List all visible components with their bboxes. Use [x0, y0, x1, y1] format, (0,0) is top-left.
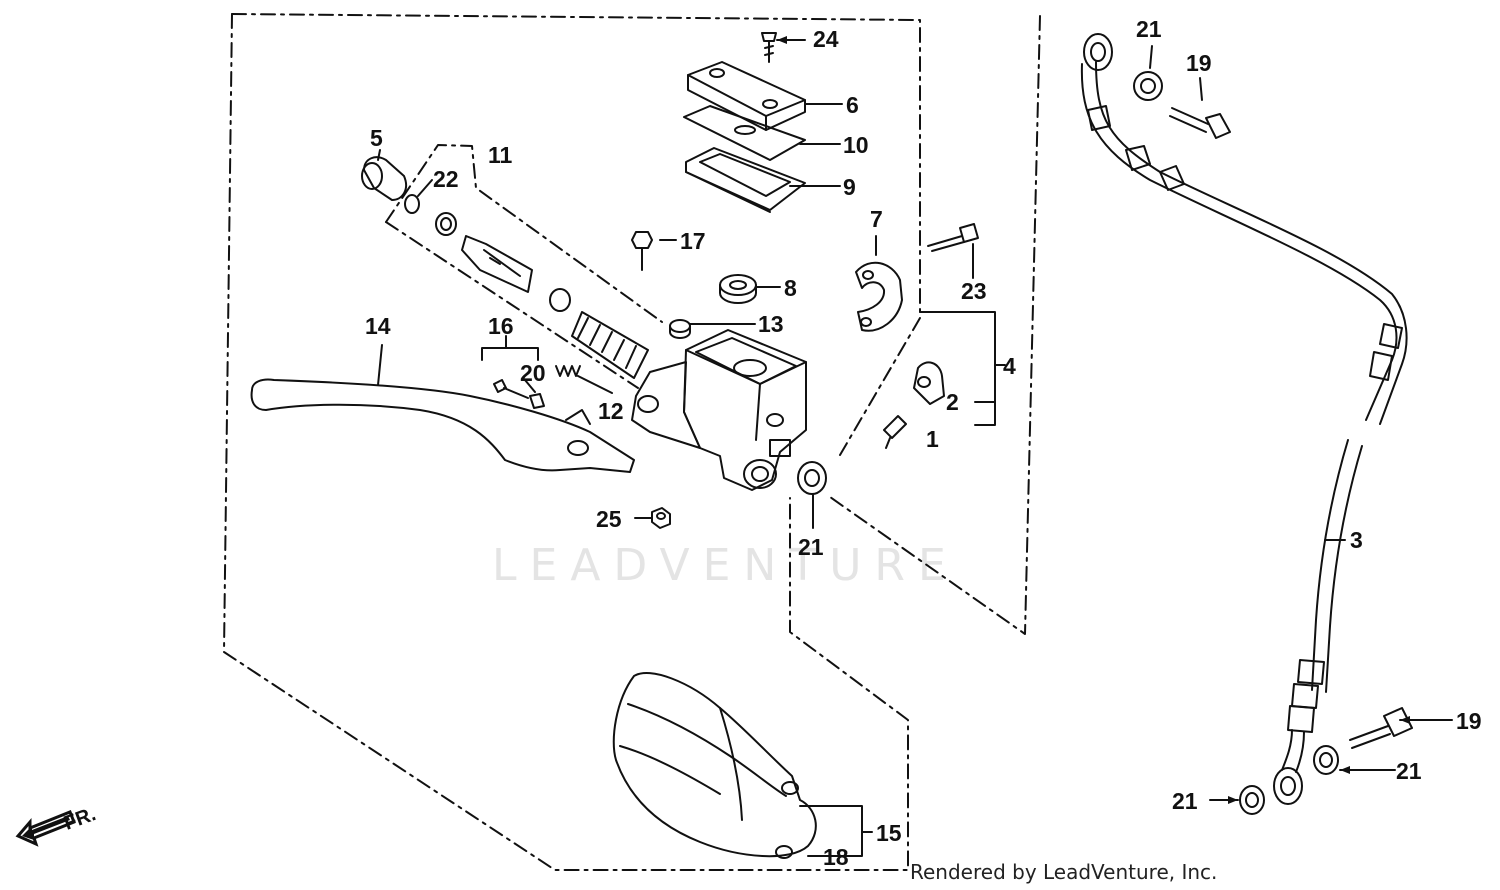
callout-19-bottom: 19 — [1456, 708, 1482, 734]
part-5-boot — [361, 156, 408, 201]
part-3-brake-hose — [1080, 33, 1408, 805]
part-21-washer-top — [1133, 71, 1163, 101]
part-20-spring — [555, 365, 581, 377]
callout-13: 13 — [758, 311, 784, 337]
callout-14: 14 — [365, 313, 391, 339]
part-master-cylinder-body — [631, 329, 807, 491]
part-1-screw — [883, 415, 907, 449]
part-13-cap — [669, 319, 691, 339]
callout-11: 11 — [488, 142, 513, 168]
callout-21-top: 21 — [1136, 16, 1162, 42]
part-7-holder — [855, 261, 903, 332]
part-6-cap — [687, 61, 806, 131]
part-22-circlip — [404, 194, 420, 214]
callout-19-top: 19 — [1186, 50, 1212, 76]
callout-8: 8 — [784, 275, 797, 301]
callout-22: 22 — [433, 166, 459, 192]
callout-3: 3 — [1350, 527, 1363, 553]
part-10-plate — [683, 105, 806, 161]
callout-7: 7 — [870, 206, 883, 232]
group-outline-hose — [829, 15, 1041, 635]
part-2-bracket — [913, 361, 945, 405]
part-19-bolt-bottom — [1349, 707, 1413, 749]
render-credit: Rendered by LeadVenture, Inc. — [910, 860, 1218, 884]
callout-5: 5 — [370, 125, 383, 151]
callout-16: 16 — [488, 313, 514, 339]
callout-15: 15 — [876, 820, 902, 846]
callout-4: 4 — [1003, 353, 1016, 379]
callout-18: 18 — [823, 844, 849, 870]
group-outline-piston-kit — [385, 144, 663, 389]
callout-21-body: 21 — [798, 534, 824, 560]
callout-9: 9 — [843, 174, 856, 200]
callout-12: 12 — [598, 398, 624, 424]
callout-6: 6 — [846, 92, 859, 118]
part-17-bolt — [631, 231, 653, 271]
part-21-washer-left — [1239, 785, 1265, 815]
part-16-pivot — [493, 379, 545, 409]
part-25-nut — [651, 507, 671, 529]
part-24-screw — [761, 32, 777, 63]
bracket-16 — [481, 347, 539, 361]
watermark: LEADVENTURE — [492, 540, 959, 591]
callout-23: 23 — [961, 278, 987, 304]
callout-17: 17 — [680, 228, 706, 254]
callout-20: 20 — [520, 360, 546, 386]
part-14-lever — [250, 378, 635, 473]
part-23-screw — [927, 223, 979, 252]
part-8-boot — [719, 274, 757, 304]
bracket-4 — [919, 311, 996, 426]
part-15-handguard — [612, 672, 817, 859]
part-19-bolt-top — [1169, 107, 1231, 139]
callout-24: 24 — [813, 26, 839, 52]
callout-21-right: 21 — [1396, 758, 1422, 784]
part-11-piston-kit — [435, 212, 649, 379]
callout-21-left: 21 — [1172, 788, 1198, 814]
part-21-washer-body — [797, 461, 827, 495]
callout-10: 10 — [843, 132, 869, 158]
callout-1: 1 — [926, 426, 939, 452]
front-direction-arrow — [15, 810, 76, 847]
callout-25: 25 — [596, 506, 622, 532]
callout-2: 2 — [946, 389, 959, 415]
part-21-washer-right — [1313, 745, 1339, 775]
group-outline-master-cylinder — [223, 13, 921, 871]
part-9-diaphragm — [685, 147, 806, 213]
leader-arrowheads — [777, 36, 1410, 804]
